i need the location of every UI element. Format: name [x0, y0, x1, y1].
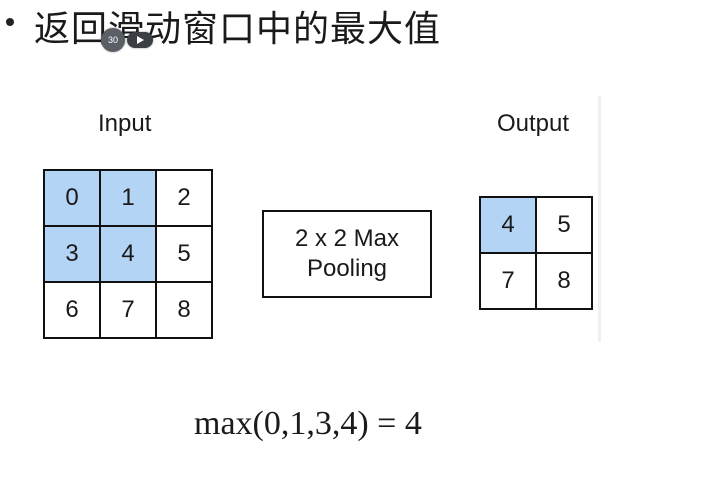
divider [598, 96, 601, 342]
input-cell: 4 [101, 227, 155, 281]
output-cell: 5 [537, 198, 591, 252]
output-label: Output [497, 110, 570, 137]
skip-back-30-icon[interactable]: 30 [101, 28, 125, 52]
max-pooling-box: 2 x 2 Max Pooling [262, 210, 432, 298]
input-label: Input [98, 110, 152, 137]
output-grid: 4 5 7 8 [479, 196, 593, 310]
output-cell: 8 [537, 254, 591, 308]
skip-label: 30 [107, 35, 118, 45]
input-cell: 7 [101, 283, 155, 337]
output-cell: 7 [481, 254, 535, 308]
input-cell: 5 [157, 227, 211, 281]
bullet-dot [6, 18, 14, 26]
input-cell: 2 [157, 171, 211, 225]
output-cell: 4 [481, 198, 535, 252]
input-cell: 6 [45, 283, 99, 337]
max-formula: max(0,1,3,4) = 4 [194, 405, 422, 442]
play-icon[interactable] [127, 32, 153, 48]
input-grid: 0 1 2 3 4 5 6 7 8 [43, 169, 213, 339]
input-cell: 1 [101, 171, 155, 225]
input-cell: 0 [45, 171, 99, 225]
pooling-line-2: Pooling [306, 255, 388, 282]
slide-title: 返回滑动窗口中的最大值 [34, 9, 442, 50]
input-cell: 8 [157, 283, 211, 337]
pooling-line-1: 2 x 2 Max [294, 225, 400, 252]
input-cell: 3 [45, 227, 99, 281]
media-controls: 30 [101, 28, 157, 52]
